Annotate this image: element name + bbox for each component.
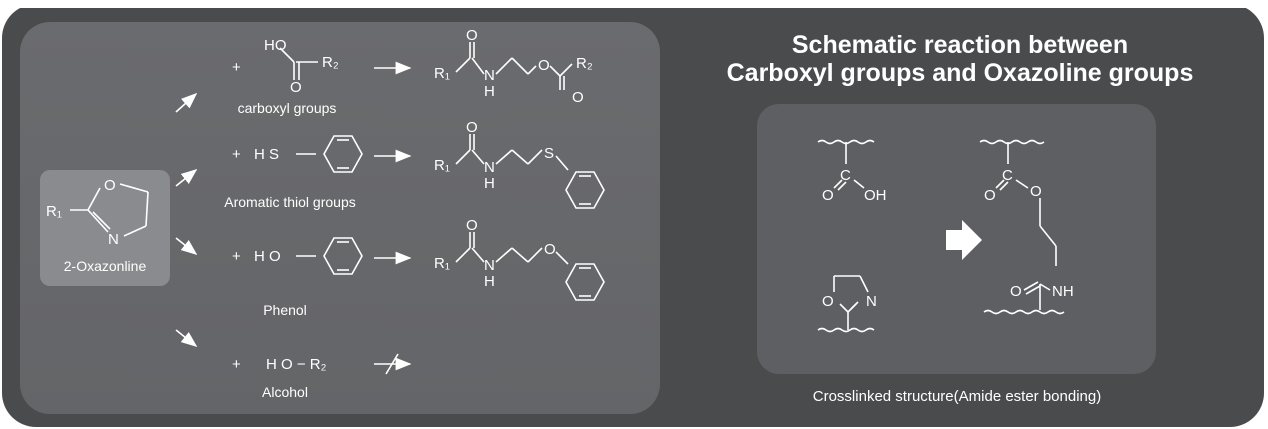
arrow-diag-3 — [175, 237, 198, 255]
product3-n: N — [484, 257, 495, 274]
crosslink-arrow — [946, 220, 982, 260]
phenol-product — [455, 232, 605, 301]
plus-3: + — [232, 248, 241, 265]
acid-c: C — [840, 167, 851, 184]
plus-2: + — [232, 146, 241, 163]
thiol-product — [455, 134, 605, 209]
product1-n: N — [484, 67, 495, 84]
carboxyl-reagent — [279, 47, 318, 80]
crosslink-acid — [817, 139, 875, 191]
reagent4-alcohol: H O − R₂ — [266, 356, 327, 373]
crosslink-caption: Crosslinked structure(Amide ester bondin… — [812, 388, 1102, 405]
arrow-diag-4 — [175, 329, 198, 347]
crosslink-ester — [979, 139, 1057, 266]
oxazoline-label: 2-Oxazonline — [63, 258, 147, 274]
acid-oh: OH — [864, 187, 887, 204]
top-margin — [0, 0, 1268, 8]
product3-o: O — [466, 217, 478, 234]
start-r1: R₁ — [46, 203, 62, 220]
product3-o2: O — [544, 241, 556, 258]
product1-o2: O — [538, 57, 550, 74]
arrow-diag-2 — [175, 169, 198, 187]
product2-h: H — [484, 175, 495, 192]
start-n: N — [108, 231, 119, 248]
phenol-reagent — [296, 237, 363, 275]
reagent2-hs: H S — [254, 146, 279, 163]
title-line-1: Schematic reaction between — [791, 31, 1129, 59]
product2-s: S — [544, 145, 554, 162]
product3-h: H — [484, 273, 495, 290]
product2-n: N — [484, 159, 495, 176]
plus-4: + — [232, 356, 241, 373]
product1-r1: R₁ — [434, 65, 450, 82]
amide-o: O — [1010, 283, 1022, 300]
product1-h: H — [484, 83, 495, 100]
block-slash — [385, 353, 399, 375]
product3-r1: R₁ — [434, 255, 450, 272]
product2-r1: R₁ — [434, 157, 450, 174]
oxazoline-structure — [70, 183, 149, 237]
carboxyl-label: carboxyl groups — [237, 100, 337, 116]
ester-c: C — [1002, 167, 1013, 184]
acid-o: O — [822, 187, 834, 204]
plus-1: + — [232, 59, 241, 76]
arrow-diag-1 — [175, 92, 198, 113]
alcohol-label: Alcohol — [262, 384, 308, 400]
product1-r2: R₂ — [576, 55, 593, 72]
ester-o: O — [984, 187, 996, 204]
carboxyl-product — [455, 42, 573, 90]
reagent1-r2: R₂ — [322, 54, 339, 71]
start-o: O — [104, 177, 116, 194]
reagent1-ho: HO — [264, 37, 287, 54]
thiol-label: Aromatic thiol groups — [224, 194, 356, 210]
product2-o: O — [466, 119, 478, 136]
crosslink-amide — [983, 281, 1065, 315]
product1-o3: O — [572, 89, 584, 106]
reagent1-o: O — [290, 79, 302, 96]
phenol-label: Phenol — [263, 302, 307, 318]
crosslink-oxazoline — [817, 275, 875, 333]
thiol-reagent — [296, 135, 363, 173]
reagent3-ho: H O — [254, 248, 281, 265]
ester-o2: O — [1030, 183, 1042, 200]
oxa-o: O — [822, 293, 834, 310]
oxa-n: N — [866, 293, 877, 310]
title-line-2: Carboxyl groups and Oxazoline groups — [726, 59, 1194, 87]
amide-nh: NH — [1052, 283, 1074, 300]
product1-o: O — [466, 27, 478, 44]
